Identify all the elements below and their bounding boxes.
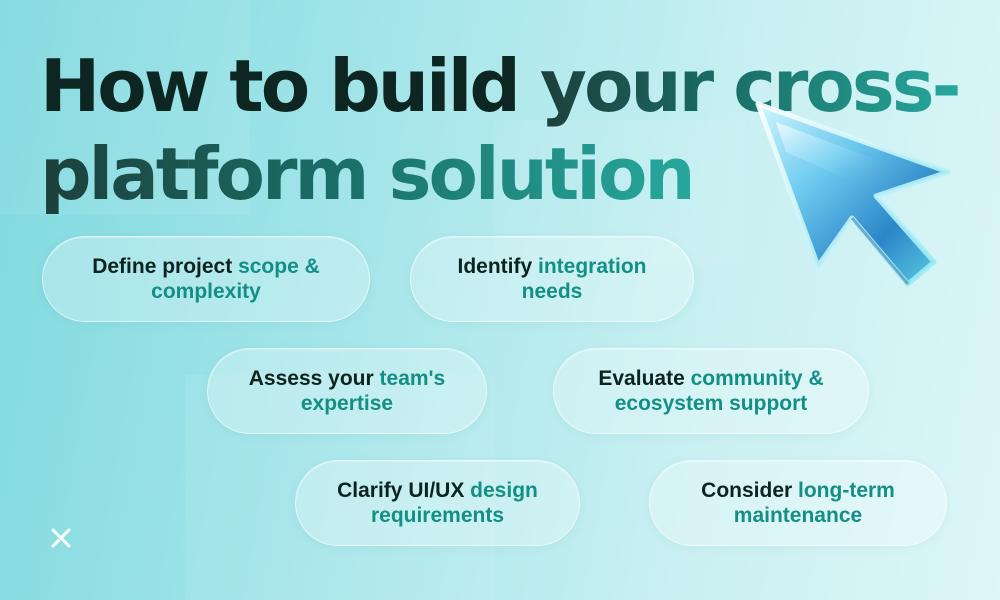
step-pill: Identify integration needs (410, 236, 694, 322)
pointer-cursor-icon (755, 101, 951, 287)
step-pill: Consider long-term maintenance (649, 460, 947, 546)
title-part-accent: platform solution (40, 132, 696, 216)
step-text-accent: integration needs (521, 255, 647, 303)
title-part-accent: your cross- (540, 44, 961, 128)
step-text-plain: Evaluate (598, 367, 691, 390)
step-text-accent: team's expertise (300, 367, 446, 415)
step-pill: Evaluate community & ecosystem support (553, 348, 869, 434)
step-text: Clarify UI/UX design requirements (318, 478, 557, 528)
step-text-plain: Consider (701, 479, 799, 502)
step-text-accent: scope & complexity (151, 255, 320, 303)
step-text-plain: Identify (457, 255, 538, 278)
step-text: Assess your team's expertise (232, 366, 462, 416)
step-text-plain: Clarify UI/UX (337, 479, 471, 502)
step-pill: Clarify UI/UX design requirements (295, 460, 580, 546)
step-text-plain: Define project (92, 255, 239, 278)
step-pill: Assess your team's expertise (207, 348, 487, 434)
step-text: Evaluate community & ecosystem support (581, 366, 841, 416)
step-text: Define project scope & complexity (65, 254, 347, 304)
step-text: Identify integration needs (442, 254, 662, 304)
x-logo-icon (51, 528, 71, 548)
step-text: Consider long-term maintenance (678, 478, 918, 528)
step-text-accent: design requirements (370, 479, 538, 527)
step-text-accent: long-term maintenance (733, 479, 895, 527)
step-pill: Define project scope & complexity (42, 236, 370, 322)
step-text-accent: community & ecosystem support (614, 367, 824, 415)
step-text-plain: Assess your (248, 367, 380, 390)
title-part-plain: How to build (40, 44, 541, 128)
page-title: How to build your cross-platform solutio… (40, 42, 962, 218)
